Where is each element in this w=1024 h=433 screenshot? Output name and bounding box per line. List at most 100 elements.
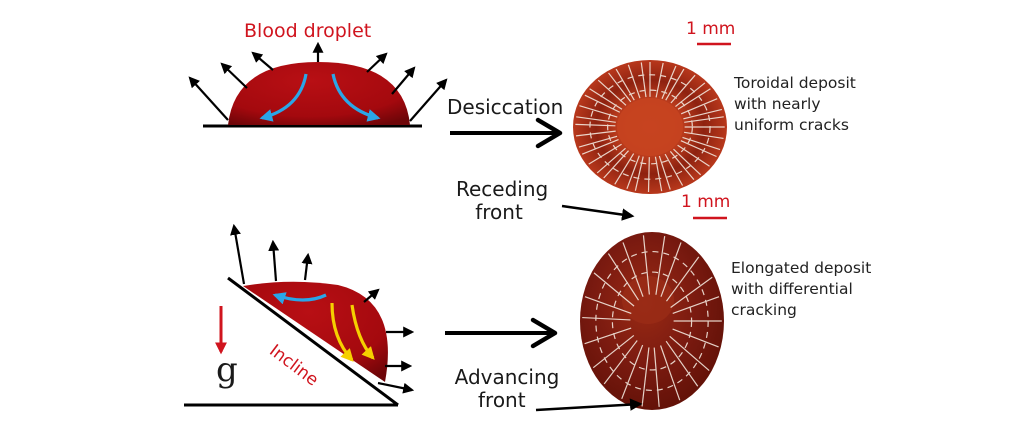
crack-line — [664, 153, 684, 186]
crack-line — [579, 105, 618, 118]
crack-line — [683, 108, 723, 120]
arrow-icon — [366, 52, 388, 73]
description-line: uniform cracks — [734, 116, 849, 134]
flow-arrow-downslope-icon — [330, 302, 354, 362]
incline-surface — [227, 276, 399, 407]
label-line: Receding — [456, 177, 549, 201]
description-line: cracking — [731, 301, 797, 319]
crack-line — [578, 135, 618, 148]
receding-front-arrow — [561, 204, 635, 221]
crack-line — [655, 62, 664, 98]
arrow-icon — [377, 381, 415, 394]
crack-line — [627, 64, 641, 99]
blood-droplet — [228, 62, 410, 125]
crack-line — [622, 242, 644, 297]
elongated-deposit-image — [580, 232, 724, 410]
crack-line — [581, 139, 619, 155]
bottom-process-arrow — [445, 317, 558, 349]
crack-line — [641, 347, 650, 407]
crack-line — [582, 316, 631, 321]
crack-line — [621, 344, 644, 400]
arrow-icon — [391, 66, 416, 95]
long-right-arrow-icon — [530, 317, 558, 349]
description-line: Toroidal deposit — [734, 74, 856, 92]
crack-line — [658, 155, 671, 190]
scale-bar-label-top: 1 mm — [686, 19, 736, 39]
crack-line — [584, 94, 621, 113]
crack-line — [603, 340, 638, 385]
elongated-description: Elongated deposit with differential crac… — [731, 258, 871, 321]
crack-ring — [589, 74, 711, 180]
desiccation-label: Desiccation — [447, 95, 564, 119]
crack-line — [584, 296, 632, 315]
crack-line — [680, 140, 717, 158]
label-line: front — [478, 388, 526, 412]
evaporation-arrows — [188, 41, 448, 122]
crack-line — [584, 327, 632, 345]
crack-line — [576, 116, 616, 123]
top-droplet-group — [188, 41, 448, 128]
crack-line — [654, 156, 663, 192]
crack-line — [677, 144, 710, 167]
crack-line — [642, 235, 650, 295]
toroidal-deposit-image — [573, 60, 727, 194]
crack-line — [575, 123, 616, 127]
label-line: Advancing — [454, 365, 560, 389]
crack-line — [675, 82, 706, 108]
crack-ring — [607, 89, 693, 165]
arrow-icon — [363, 288, 380, 303]
crack-line — [626, 155, 640, 190]
crack-line — [665, 68, 685, 101]
crack-line — [673, 148, 702, 176]
crack-line — [653, 347, 660, 407]
crack-line — [677, 88, 711, 110]
label-line: front — [475, 200, 523, 224]
crack-line — [597, 79, 627, 106]
crack-line — [684, 116, 724, 123]
crack-line — [592, 334, 635, 369]
crack-line — [634, 156, 644, 191]
crack-line — [615, 68, 635, 101]
advancing-front-label: Advancing front — [452, 366, 562, 412]
crack-line — [660, 242, 682, 297]
crack-line — [661, 65, 677, 99]
flow-arrow-downslope-icon — [350, 304, 375, 360]
crack-line — [589, 88, 623, 110]
description-line: with nearly — [734, 95, 821, 113]
crack-line — [608, 72, 632, 103]
crack-line — [665, 256, 700, 302]
crack-line — [669, 335, 710, 371]
description-line: with differential — [731, 280, 853, 298]
arrow-icon — [188, 76, 229, 121]
crack-line — [593, 272, 635, 307]
crack-line — [670, 74, 696, 104]
crack-line — [660, 345, 681, 401]
crack-line — [640, 62, 647, 98]
description-line: Elongated deposit — [731, 259, 872, 277]
flow-arrow-right-icon — [331, 73, 381, 122]
arrow-icon — [220, 62, 248, 89]
blood-droplet-label: Blood droplet — [244, 20, 372, 42]
crack-line — [575, 130, 616, 137]
crack-ring — [611, 271, 693, 371]
crack-line — [684, 131, 724, 140]
crack-line — [607, 253, 640, 301]
scale-bar-label-bottom: 1 mm — [681, 192, 731, 212]
crack-ring — [595, 250, 709, 392]
toroidal-description: Toroidal deposit with nearly uniform cra… — [734, 73, 856, 136]
crack-line — [596, 147, 626, 174]
arrow-icon — [251, 51, 274, 71]
crack-line — [665, 340, 699, 387]
crack-line — [670, 276, 713, 308]
arrow-icon — [268, 239, 280, 282]
crack-line — [603, 150, 629, 179]
crack-line — [680, 98, 718, 115]
desiccation-arrow — [450, 117, 563, 149]
arrow-icon — [230, 223, 246, 285]
receding-front-label: Receding front — [456, 177, 549, 224]
arrow-icon — [301, 252, 313, 281]
arrow-icon — [409, 78, 448, 122]
gravity-symbol: g — [216, 350, 238, 390]
crack-line — [682, 136, 721, 151]
